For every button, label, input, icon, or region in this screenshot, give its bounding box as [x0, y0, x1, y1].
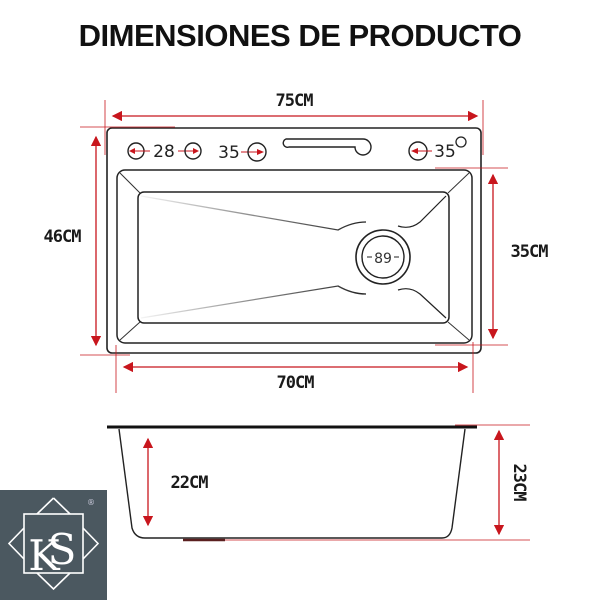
overall-width-label: 75CM [276, 91, 314, 111]
total-height-label: 23CM [509, 464, 529, 502]
ks-monogram-icon: K S ® [7, 497, 100, 591]
brand-logo: K S ® [0, 490, 107, 600]
overall-depth-dimension: 46CM [44, 126, 175, 356]
hole-icon [247, 142, 267, 162]
hole-label-35-right: 35 [434, 142, 456, 162]
overall-width-dimension: 75CM [104, 91, 484, 155]
sink-outline [106, 127, 482, 354]
top-view: 75CM 28 35 35 [44, 91, 549, 393]
bowl-depth-label: 35CM [511, 242, 549, 262]
bowl-width-label: 70CM [277, 373, 315, 393]
total-height-dimension: 23CM [493, 429, 529, 536]
inner-depth-dimension: 22CM [142, 437, 209, 527]
bowl-profile [118, 428, 466, 539]
svg-text:S: S [48, 525, 77, 574]
inner-depth-label: 22CM [171, 473, 209, 493]
hole-label-35-left: 35 [218, 143, 240, 163]
page-title: DIMENSIONES DE PRODUCTO [78, 18, 522, 53]
drain-diameter-label: 89 [374, 251, 392, 267]
hole-icon [184, 142, 202, 160]
side-view: 22CM 23CM [107, 424, 530, 542]
small-hole-icon [455, 136, 467, 148]
faucet-holes: 28 35 35 [127, 136, 467, 163]
bowl-depth-dimension: 35CM [435, 167, 549, 346]
bowl-floor [137, 191, 450, 324]
hole-label-28: 28 [153, 142, 175, 162]
bowl-rim [116, 169, 473, 344]
bowl-width-dimension: 70CM [115, 342, 474, 393]
accessory-slot [282, 138, 372, 156]
svg-text:K: K [28, 531, 61, 580]
drain: 89 [355, 229, 411, 285]
overall-depth-label: 46CM [44, 227, 82, 247]
registered-mark: ® [87, 498, 95, 507]
